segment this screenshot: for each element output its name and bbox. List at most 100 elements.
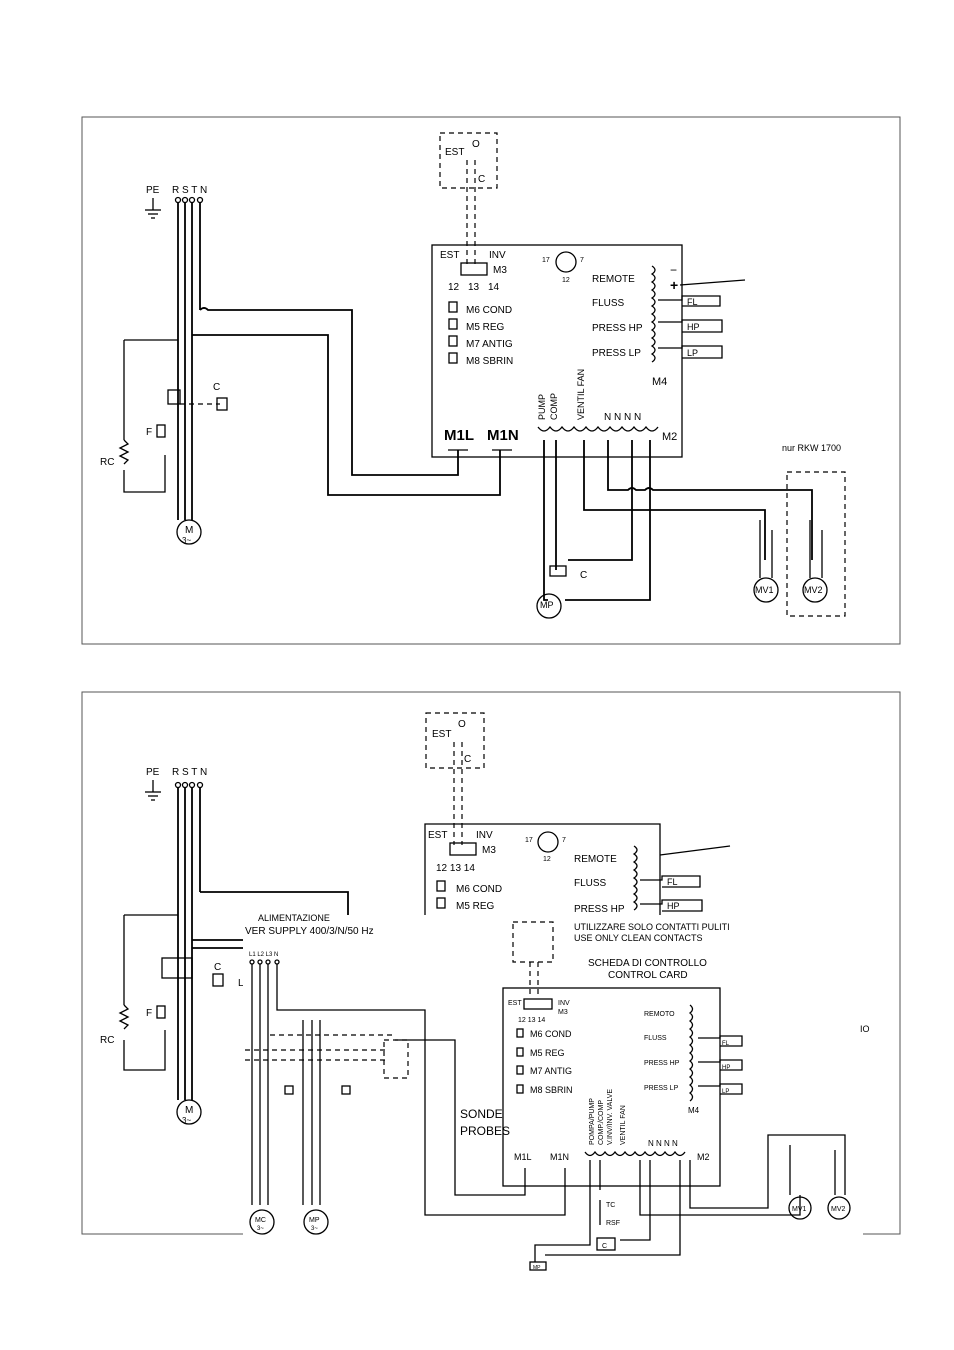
m4-remote: REMOTE — [592, 274, 635, 285]
ov-comp: COMP./COMP — [598, 1100, 605, 1145]
ov-press-hp: PRESS HP — [644, 1060, 680, 1067]
wire-mp-n — [565, 440, 651, 601]
b-hp-switch — [640, 899, 703, 912]
ov-scheda: SCHEDA DI CONTROLLO — [588, 958, 707, 969]
ov-mv2-motor — [827, 1196, 851, 1220]
b-motor-sub: 3~ — [182, 1116, 191, 1125]
mp-label: MP — [540, 600, 554, 610]
overlay-bg — [243, 916, 863, 1274]
motor-label: M — [185, 525, 193, 536]
ov-wire-n2 — [545, 1160, 681, 1256]
b-contactor-block — [161, 957, 193, 979]
ov-fluss: FLUSS — [644, 1035, 667, 1042]
b-earth-symbol — [145, 780, 161, 801]
b-pe-label: PE — [146, 767, 160, 778]
ov-pompa: POMPA/PUMP — [589, 1098, 596, 1145]
b-knob-12: 12 — [543, 856, 551, 863]
ov-press-lp: PRESS LP — [644, 1085, 679, 1092]
pump-contactor — [549, 565, 567, 577]
ov-mc-sub: 3~ — [257, 1226, 264, 1232]
ov-ventil: VENTIL FAN — [620, 1105, 627, 1145]
ov-mv1-motor — [788, 1196, 812, 1220]
mp-motor — [536, 593, 562, 619]
b-rstn-label: R S T N — [172, 767, 207, 778]
ov-mp-small: MP — [533, 1265, 541, 1271]
ov-warn-en: USE ONLY CLEAN CONTACTS — [574, 933, 703, 943]
b-m3-connector — [449, 842, 477, 856]
remote-lead — [679, 279, 746, 286]
ov-m8: M8 SBRIN — [530, 1085, 573, 1095]
ov-est: EST — [508, 1000, 522, 1007]
ov-alimentazione: ALIMENTAZIONE — [258, 913, 330, 923]
ov-m4-terminal — [688, 1004, 694, 1102]
m4-terminal — [650, 265, 656, 363]
ov-c-box — [596, 1237, 616, 1251]
b-card-inv: INV — [476, 830, 493, 841]
b-m4-terminal — [632, 845, 638, 911]
pump-contactor-label: C — [580, 570, 587, 581]
b-knob — [537, 831, 559, 853]
jumper-m6: M6 COND — [466, 305, 512, 316]
est-box — [439, 132, 498, 189]
b-est-c: C — [464, 754, 471, 765]
card-est: EST — [440, 250, 459, 261]
hp-label: HP — [687, 322, 700, 332]
ov-power-supply: VER SUPPLY 400/3/N/50 Hz — [245, 926, 374, 937]
ov-mv2: MV2 — [831, 1206, 846, 1213]
wire-pump — [543, 440, 548, 601]
knob-7: 7 — [580, 257, 584, 264]
hp-switch — [658, 319, 723, 333]
b-m4-remote: REMOTE — [574, 854, 617, 865]
m4-press-hp: PRESS HP — [592, 323, 643, 334]
b-card — [424, 823, 661, 915]
ov-m6: M6 COND — [530, 1029, 572, 1039]
supply-terminals — [174, 196, 204, 520]
ov-wire-fan2 — [689, 1134, 846, 1209]
ov-inv: INV — [558, 1000, 570, 1007]
b-knob-17: 17 — [525, 837, 533, 844]
ov-lp: LP — [722, 1089, 729, 1095]
b-m3-nums: 12 13 14 — [436, 863, 475, 874]
ov-hp: HP — [722, 1065, 730, 1071]
knob-12: 12 — [562, 277, 570, 284]
ov-probes: PROBES — [460, 1124, 510, 1138]
b-m4-press-hp: PRESS HP — [574, 904, 625, 915]
ov-rsf: RSF — [606, 1220, 620, 1227]
ov-lp-switch — [698, 1083, 743, 1095]
ov-nums: 12 13 14 — [518, 1017, 545, 1024]
fuse — [156, 424, 166, 438]
ov-m2: M2 — [697, 1152, 710, 1162]
m2-comp: COMP — [549, 393, 559, 420]
b-rc-label: RC — [100, 1035, 114, 1046]
b-jumper-m5: M5 REG — [456, 901, 495, 912]
b-wire-l — [192, 939, 245, 949]
b-motor-label: M — [185, 1105, 193, 1116]
b-fuse — [156, 1005, 166, 1019]
b-est-est: EST — [432, 729, 451, 740]
ov-m7: M7 ANTIG — [530, 1066, 572, 1076]
rc-label: RC — [100, 457, 114, 468]
rkw-box — [786, 471, 846, 617]
ov-card — [502, 987, 721, 1187]
b-knob-7: 7 — [562, 837, 566, 844]
ov-tc: TC — [606, 1202, 615, 1209]
ov-l-labels: L1 L2 L3 N — [249, 952, 278, 958]
ov-m3: M3 — [558, 1009, 568, 1016]
ov-jumpers — [516, 1028, 524, 1094]
wire-fan1 — [583, 440, 766, 560]
ov-sonde: SONDE — [460, 1107, 503, 1121]
contactor-coil — [167, 389, 181, 405]
lp-label: LP — [687, 348, 698, 358]
ov-fl: FL — [722, 1041, 730, 1047]
wire-n-m1l — [199, 307, 459, 476]
b-wire-n — [200, 891, 349, 915]
est-box-c: C — [478, 174, 485, 185]
mv1-motor — [753, 577, 779, 603]
b-fl-switch — [640, 875, 701, 888]
ov-mp-motor — [303, 1209, 329, 1235]
b-rc-resistor — [118, 1004, 130, 1030]
m2-nnnn: N N N N — [604, 412, 641, 423]
wire-fan2 — [607, 440, 813, 560]
bottom-diagram: PE R S T N RC C L F M 3~ ES — [81, 691, 901, 1274]
ov-m1l: M1L — [514, 1152, 532, 1162]
